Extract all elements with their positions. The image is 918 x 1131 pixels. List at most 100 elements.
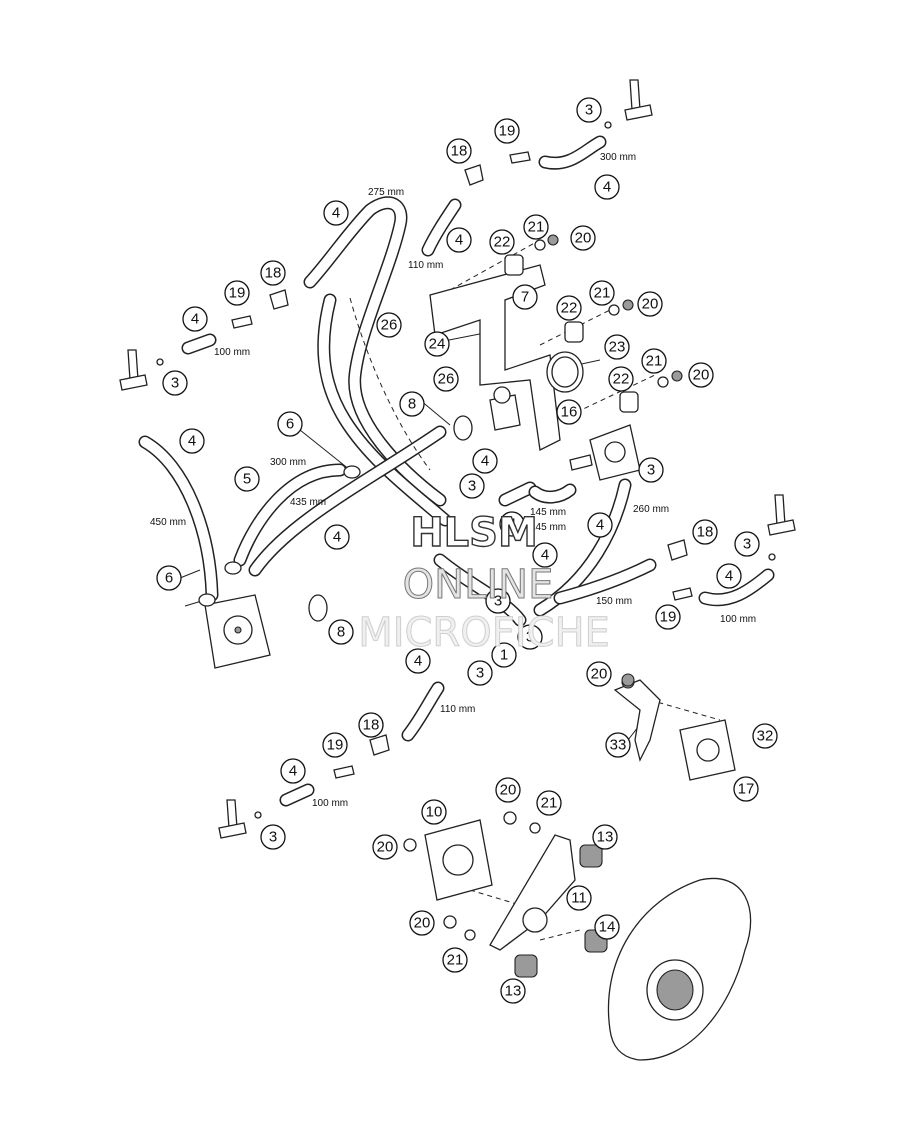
svg-text:20: 20	[642, 296, 659, 313]
callout: 21	[641, 348, 667, 374]
callout: 3	[576, 97, 602, 123]
svg-text:20: 20	[591, 666, 608, 683]
svg-text:3: 3	[647, 462, 655, 479]
svg-text:3: 3	[468, 478, 476, 495]
svg-text:18: 18	[265, 265, 282, 282]
callout: 26	[376, 312, 402, 338]
callout: 4	[280, 758, 306, 784]
measurement-label: 110 mm	[408, 260, 443, 271]
measurement-label: 100 mm	[312, 798, 348, 809]
svg-text:6: 6	[286, 416, 294, 433]
svg-text:3: 3	[476, 665, 484, 682]
callout: 3	[162, 370, 188, 396]
svg-text:21: 21	[541, 795, 558, 812]
svg-text:20: 20	[377, 839, 394, 856]
o-ring-part	[546, 351, 584, 393]
measurement-label: 100 mm	[214, 347, 250, 358]
measurement-label: 145 mm	[530, 522, 566, 533]
svg-text:21: 21	[528, 219, 545, 236]
callout: 20	[637, 291, 663, 317]
callout: 4	[472, 448, 498, 474]
svg-text:4: 4	[333, 529, 341, 546]
callout: 10	[421, 799, 447, 825]
callout: 8	[328, 619, 354, 645]
callout: 8	[399, 391, 425, 417]
callout: 3	[467, 660, 493, 686]
callout: 20	[688, 362, 714, 388]
hoses	[138, 135, 775, 807]
callout: 4	[405, 648, 431, 674]
measurement-label: 275 mm	[368, 187, 404, 198]
callout: 6	[156, 565, 182, 591]
measurements: 300 mm 275 mm 110 mm 100 mm 300 mm 435 m…	[150, 152, 756, 809]
callout: 4	[182, 306, 208, 332]
svg-text:26: 26	[438, 371, 455, 388]
svg-text:20: 20	[693, 367, 710, 384]
fuel-pump-left	[204, 594, 271, 669]
svg-text:4: 4	[289, 763, 297, 780]
callout: 3	[517, 624, 543, 650]
callout: 11	[566, 885, 592, 911]
watermark-line-1: HLSM	[410, 510, 538, 556]
svg-text:3: 3	[171, 375, 179, 392]
callout: 21	[536, 790, 562, 816]
callout: 19	[494, 118, 520, 144]
svg-text:4: 4	[725, 568, 733, 585]
svg-text:10: 10	[426, 804, 443, 821]
callout: 4	[323, 200, 349, 226]
svg-text:23: 23	[609, 339, 626, 356]
svg-text:18: 18	[451, 143, 468, 160]
svg-text:4: 4	[508, 516, 516, 533]
svg-text:33: 33	[610, 737, 627, 754]
svg-text:1: 1	[500, 647, 508, 664]
svg-text:13: 13	[597, 829, 614, 846]
watermark: HLSM ONLINE MICROFICHE	[358, 509, 611, 656]
callout: 6	[277, 411, 303, 437]
callout: 4	[446, 227, 472, 253]
fuel-filter-part	[489, 386, 521, 431]
svg-text:4: 4	[191, 311, 199, 328]
svg-text:16: 16	[561, 404, 578, 421]
svg-text:19: 19	[499, 123, 516, 140]
svg-text:3: 3	[269, 829, 277, 846]
callout: 22	[556, 295, 582, 321]
callout: 26	[433, 366, 459, 392]
svg-text:3: 3	[494, 593, 502, 610]
svg-text:26: 26	[381, 317, 398, 334]
svg-text:4: 4	[332, 205, 340, 222]
washers-nuts	[156, 121, 776, 941]
callout: 5	[234, 466, 260, 492]
svg-text:20: 20	[500, 782, 517, 799]
svg-text:4: 4	[541, 547, 549, 564]
svg-text:20: 20	[414, 915, 431, 932]
svg-text:3: 3	[526, 629, 534, 646]
svg-text:18: 18	[697, 524, 714, 541]
svg-text:13: 13	[505, 983, 522, 1000]
callout: 24	[424, 331, 450, 357]
callout: 3	[459, 473, 485, 499]
measurement-label: 435 mm	[290, 497, 326, 508]
svg-text:4: 4	[596, 517, 604, 534]
callout: 13	[500, 978, 526, 1004]
measurement-label: 450 mm	[150, 517, 186, 528]
mounting-plate	[489, 834, 576, 951]
callout: 3	[638, 457, 664, 483]
callout: 4	[716, 563, 742, 589]
svg-text:3: 3	[743, 536, 751, 553]
callout: 1	[491, 642, 517, 668]
fuel-pump-right	[613, 675, 736, 781]
callout: 4	[532, 542, 558, 568]
svg-text:5: 5	[243, 471, 251, 488]
svg-text:22: 22	[613, 371, 630, 388]
fuel-pump-top-right	[569, 424, 641, 481]
callout: 4	[499, 511, 525, 537]
svg-text:24: 24	[429, 336, 446, 353]
callout: 17	[733, 776, 759, 802]
callout: 18	[358, 712, 384, 738]
callout: 3	[734, 531, 760, 557]
callout: 33	[605, 732, 631, 758]
callout: 22	[489, 229, 515, 255]
fuel-pump-bottom	[424, 819, 493, 901]
svg-text:20: 20	[575, 230, 592, 247]
